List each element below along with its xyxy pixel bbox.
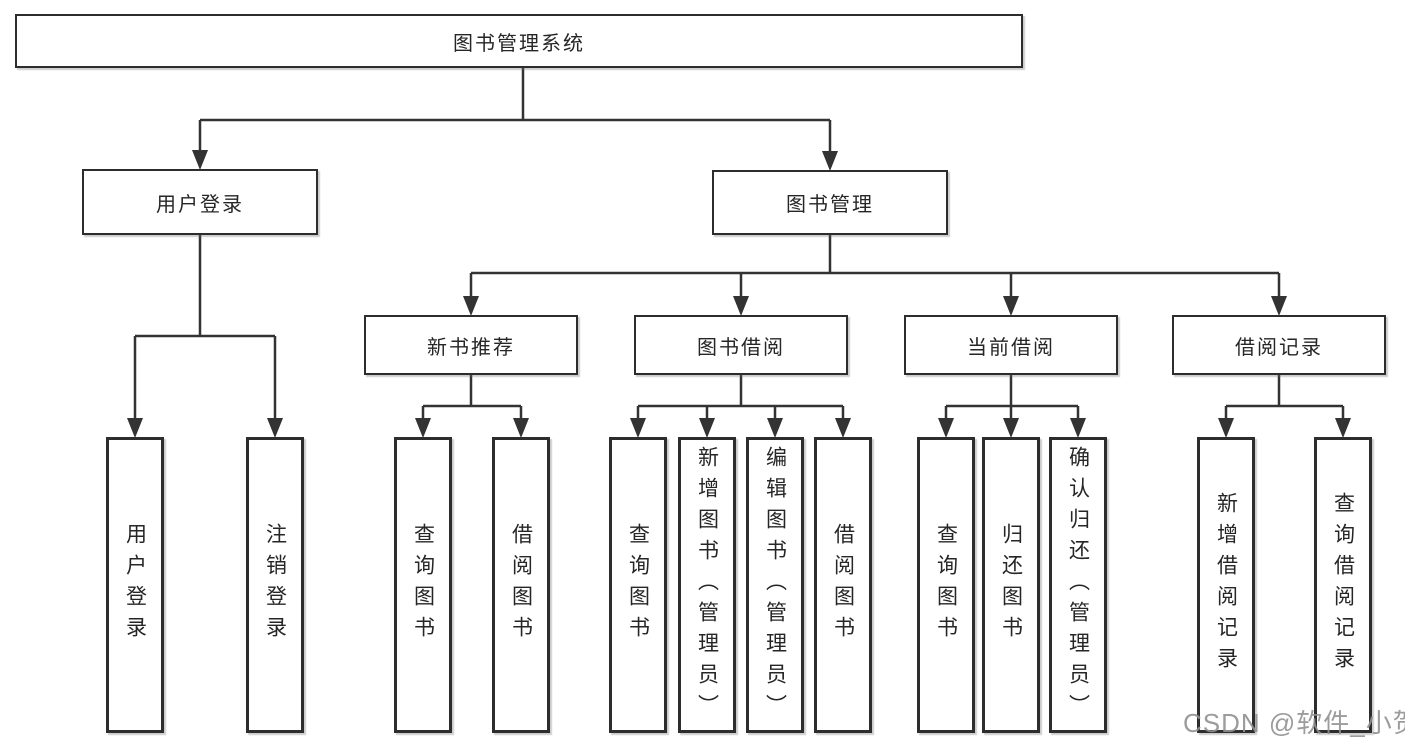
- leaf-bb-query: 查询图书: [609, 437, 667, 733]
- leaf-logout: 注销登录: [246, 437, 304, 733]
- node-new-books: 新书推荐: [364, 315, 578, 375]
- node-root: 图书管理系统: [15, 14, 1023, 68]
- csdn-watermark: CSDN @软件_小贺同学: [1183, 708, 1405, 738]
- leaf-cb-confirm-label: 确认归还（管理员）: [1066, 445, 1090, 725]
- node-borrow-records: 借阅记录: [1172, 315, 1386, 375]
- node-current-borrow-label: 当前借阅: [967, 336, 1055, 359]
- node-current-borrow: 当前借阅: [904, 315, 1118, 375]
- node-book-mgmt: 图书管理: [712, 170, 948, 235]
- connector-new-books-children: [415, 375, 529, 438]
- leaf-cb-query: 查询图书: [917, 437, 975, 733]
- connector-book-borrow-children: [630, 375, 851, 438]
- leaf-user-login: 用户登录: [106, 437, 164, 733]
- node-new-books-label: 新书推荐: [427, 336, 515, 359]
- leaf-nb-borrow: 借阅图书: [492, 437, 550, 733]
- leaf-cb-confirm: 确认归还（管理员）: [1049, 437, 1107, 733]
- connector-root-to-level1: [192, 68, 838, 171]
- connector-current-borrow-children: [938, 375, 1086, 438]
- leaf-br-query-label: 查询借阅记录: [1331, 492, 1355, 678]
- node-root-label: 图书管理系统: [453, 32, 585, 55]
- leaf-bb-query-label: 查询图书: [626, 523, 650, 647]
- leaf-bb-borrow: 借阅图书: [814, 437, 872, 733]
- connector-borrow-records-children: [1218, 375, 1351, 438]
- leaf-br-add: 新增借阅记录: [1197, 437, 1255, 733]
- connector-book-mgmt-children: [463, 235, 1287, 316]
- leaf-nb-query: 查询图书: [394, 437, 452, 733]
- node-borrow-records-label: 借阅记录: [1235, 336, 1323, 359]
- leaf-bb-add-label: 新增图书（管理员）: [695, 445, 719, 725]
- leaf-bb-add: 新增图书（管理员）: [678, 437, 736, 733]
- leaf-nb-borrow-label: 借阅图书: [509, 523, 533, 647]
- leaf-cb-return-label: 归还图书: [999, 523, 1023, 647]
- leaf-bb-edit-label: 编辑图书（管理员）: [763, 445, 787, 725]
- node-user-login: 用户登录: [82, 169, 318, 235]
- node-user-login-label: 用户登录: [156, 193, 244, 216]
- leaf-nb-query-label: 查询图书: [411, 523, 435, 647]
- leaf-br-add-label: 新增借阅记录: [1214, 492, 1238, 678]
- node-book-mgmt-label: 图书管理: [786, 194, 874, 216]
- node-book-borrow-label: 图书借阅: [697, 336, 785, 359]
- leaf-bb-borrow-label: 借阅图书: [831, 523, 855, 647]
- node-book-borrow: 图书借阅: [634, 315, 848, 375]
- leaf-cb-query-label: 查询图书: [934, 523, 958, 647]
- leaf-cb-return: 归还图书: [982, 437, 1040, 733]
- leaf-br-query: 查询借阅记录: [1314, 437, 1372, 733]
- leaf-user-login-label: 用户登录: [123, 523, 147, 647]
- leaf-logout-label: 注销登录: [263, 523, 287, 647]
- connector-user-login-children: [127, 235, 283, 438]
- leaf-bb-edit: 编辑图书（管理员）: [746, 437, 804, 733]
